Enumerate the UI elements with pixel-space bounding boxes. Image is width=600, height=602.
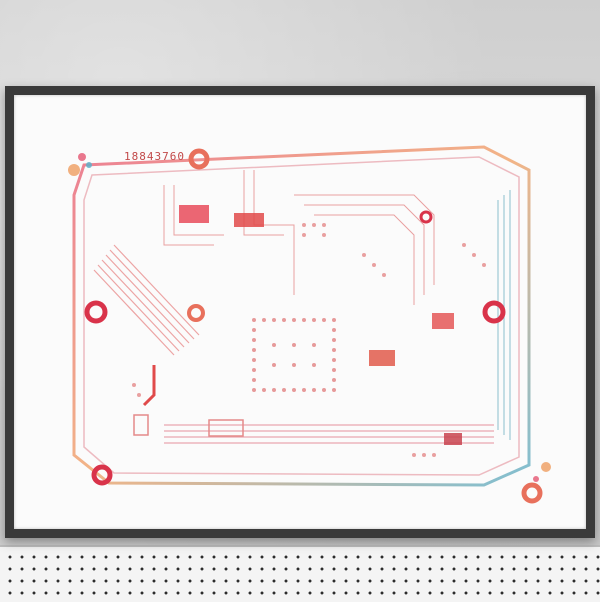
diagonal-bus: [93, 244, 200, 356]
dot-cluster-bottom-right: [533, 462, 551, 482]
dotted-floor: [0, 545, 600, 602]
ring-bottom-left: [91, 464, 113, 486]
frame-mat: 18843760: [14, 95, 586, 529]
board-outline: [72, 145, 531, 487]
component-left: [133, 414, 149, 436]
chip-top-center: [234, 213, 264, 227]
bga-grid: [252, 318, 336, 392]
chip-top-left: [179, 205, 209, 223]
dot-cluster-top-left: [68, 153, 92, 176]
ring-right: [482, 300, 506, 324]
ring-center-left: [187, 304, 205, 322]
bottom-bus: [164, 424, 494, 444]
via-dots: [132, 223, 486, 457]
ring-top-left: [188, 148, 210, 170]
ring-upper-right: [419, 210, 433, 224]
serial-number-label: 18843760: [124, 150, 185, 163]
component-vertical: [142, 365, 156, 407]
ring-bottom-right: [521, 482, 543, 504]
chip-bottom-right: [444, 433, 462, 445]
display-segment: [208, 419, 244, 437]
ring-left: [84, 300, 108, 324]
chip-center-right: [369, 350, 395, 366]
picture-frame: 18843760: [5, 86, 595, 538]
top-traces: [163, 170, 435, 305]
board-outline-inner: [83, 156, 520, 476]
chip-right: [432, 313, 454, 329]
circuit-board-artwork: [68, 145, 551, 504]
